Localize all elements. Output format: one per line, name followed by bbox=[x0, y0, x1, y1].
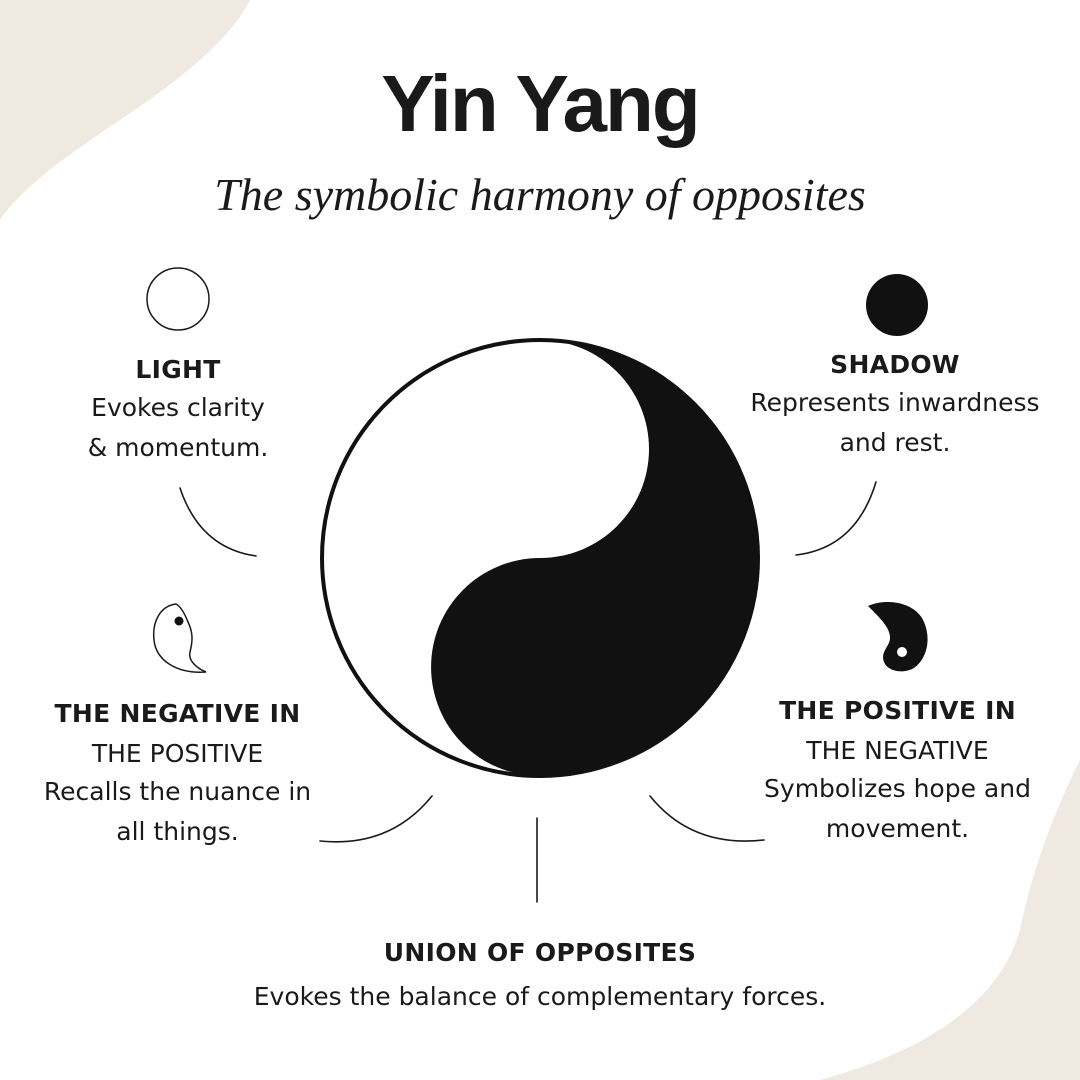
positive-in-negative-block: THE POSITIVE IN THE NEGATIVE Symbolizes … bbox=[745, 693, 1050, 849]
shadow-block: SHADOW Represents inwardness and rest. bbox=[730, 347, 1060, 463]
positive-description-1: Symbolizes hope and bbox=[764, 774, 1031, 803]
union-description: Evokes the balance of complementary forc… bbox=[253, 982, 827, 1011]
black-circle-icon bbox=[866, 274, 928, 336]
light-heading: LIGHT bbox=[135, 355, 221, 384]
yin-yang-icon bbox=[320, 338, 760, 778]
positive-description-2: movement. bbox=[825, 814, 970, 843]
connector-shadow bbox=[795, 481, 877, 556]
union-heading: UNION OF OPPOSITES bbox=[383, 938, 697, 967]
black-comma-with-dot-icon bbox=[868, 602, 928, 672]
negative-in-positive-block: THE NEGATIVE IN THE POSITIVE Recalls the… bbox=[25, 696, 330, 852]
positive-heading-1: THE POSITIVE IN bbox=[779, 696, 1016, 725]
negative-description-1: Recalls the nuance in bbox=[43, 777, 312, 806]
positive-heading-2: THE NEGATIVE bbox=[806, 736, 989, 765]
negative-description-2: all things. bbox=[116, 817, 239, 846]
white-circle-icon bbox=[146, 267, 210, 331]
bottom-right-blob bbox=[820, 760, 1080, 1080]
light-description-1: Evokes clarity bbox=[91, 393, 265, 422]
connector-light bbox=[179, 487, 257, 557]
connector-positive bbox=[649, 795, 765, 842]
light-description-2: & momentum. bbox=[87, 433, 269, 462]
page-subtitle: The symbolic harmony of opposites bbox=[214, 169, 866, 220]
shadow-description-1: Represents inwardness bbox=[750, 388, 1040, 417]
top-left-blob bbox=[0, 0, 250, 220]
connector-negative bbox=[319, 795, 433, 843]
union-block: UNION OF OPPOSITES Evokes the balance of… bbox=[190, 935, 890, 1017]
shadow-heading: SHADOW bbox=[830, 350, 960, 379]
white-comma-with-dot-icon bbox=[152, 603, 207, 673]
light-block: LIGHT Evokes clarity & momentum. bbox=[58, 352, 298, 468]
shadow-description-2: and rest. bbox=[839, 428, 951, 457]
page-title: Yin Yang bbox=[381, 59, 700, 148]
negative-heading-1: THE NEGATIVE IN bbox=[54, 699, 301, 728]
negative-heading-2: THE POSITIVE bbox=[91, 739, 264, 768]
